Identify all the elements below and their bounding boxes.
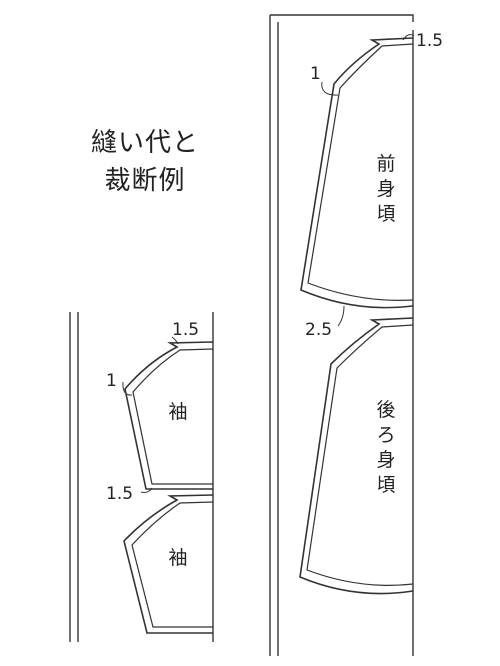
back-body-label: 後ろ身頃: [376, 399, 395, 496]
sleeve-1-label: 袖: [168, 401, 187, 423]
back-body-cutting-line: [299, 317, 414, 595]
hem-allowance-leader: [337, 305, 345, 327]
front-armhole-allowance-value: 1: [310, 64, 321, 84]
front-body-seam-line: [307, 43, 414, 301]
sleeve-1-seam-line: [132, 348, 214, 485]
front-body-label: 前身頃: [376, 153, 395, 225]
sleeve-top-allowance-leader: [171, 336, 179, 345]
body-fabric-layout: [269, 14, 415, 656]
sleeve-gap-allowance-leader: [140, 487, 153, 493]
diagram-title-line2: 裁断例: [104, 166, 186, 196]
sleeve-fabric-layout: [69, 312, 214, 642]
front-shoulder-allowance-value: 1.5: [416, 31, 443, 51]
sleeve-curve-allowance-value: 1: [106, 371, 117, 391]
sleeve-gap-allowance-value: 1.5: [106, 484, 133, 504]
front-shoulder-allowance-leader: [402, 34, 415, 41]
sleeve-2-cutting-line: [123, 494, 214, 634]
sleeve-top-allowance-value: 1.5: [172, 320, 199, 340]
sleeve-2-seam-line: [131, 501, 214, 628]
back-body-seam-line: [306, 324, 414, 586]
body-fabric-top-edge: [270, 14, 414, 22]
sleeve-1-cutting-line: [124, 341, 214, 490]
diagram-title-line1: 縫い代と: [90, 128, 199, 158]
front-armhole-allowance-leader: [321, 81, 339, 96]
hem-allowance-value: 2.5: [305, 320, 332, 340]
front-body-cutting-line: [300, 37, 414, 309]
sleeve-2-label: 袖: [168, 547, 187, 569]
sleeve-curve-allowance-leader: [122, 381, 133, 396]
